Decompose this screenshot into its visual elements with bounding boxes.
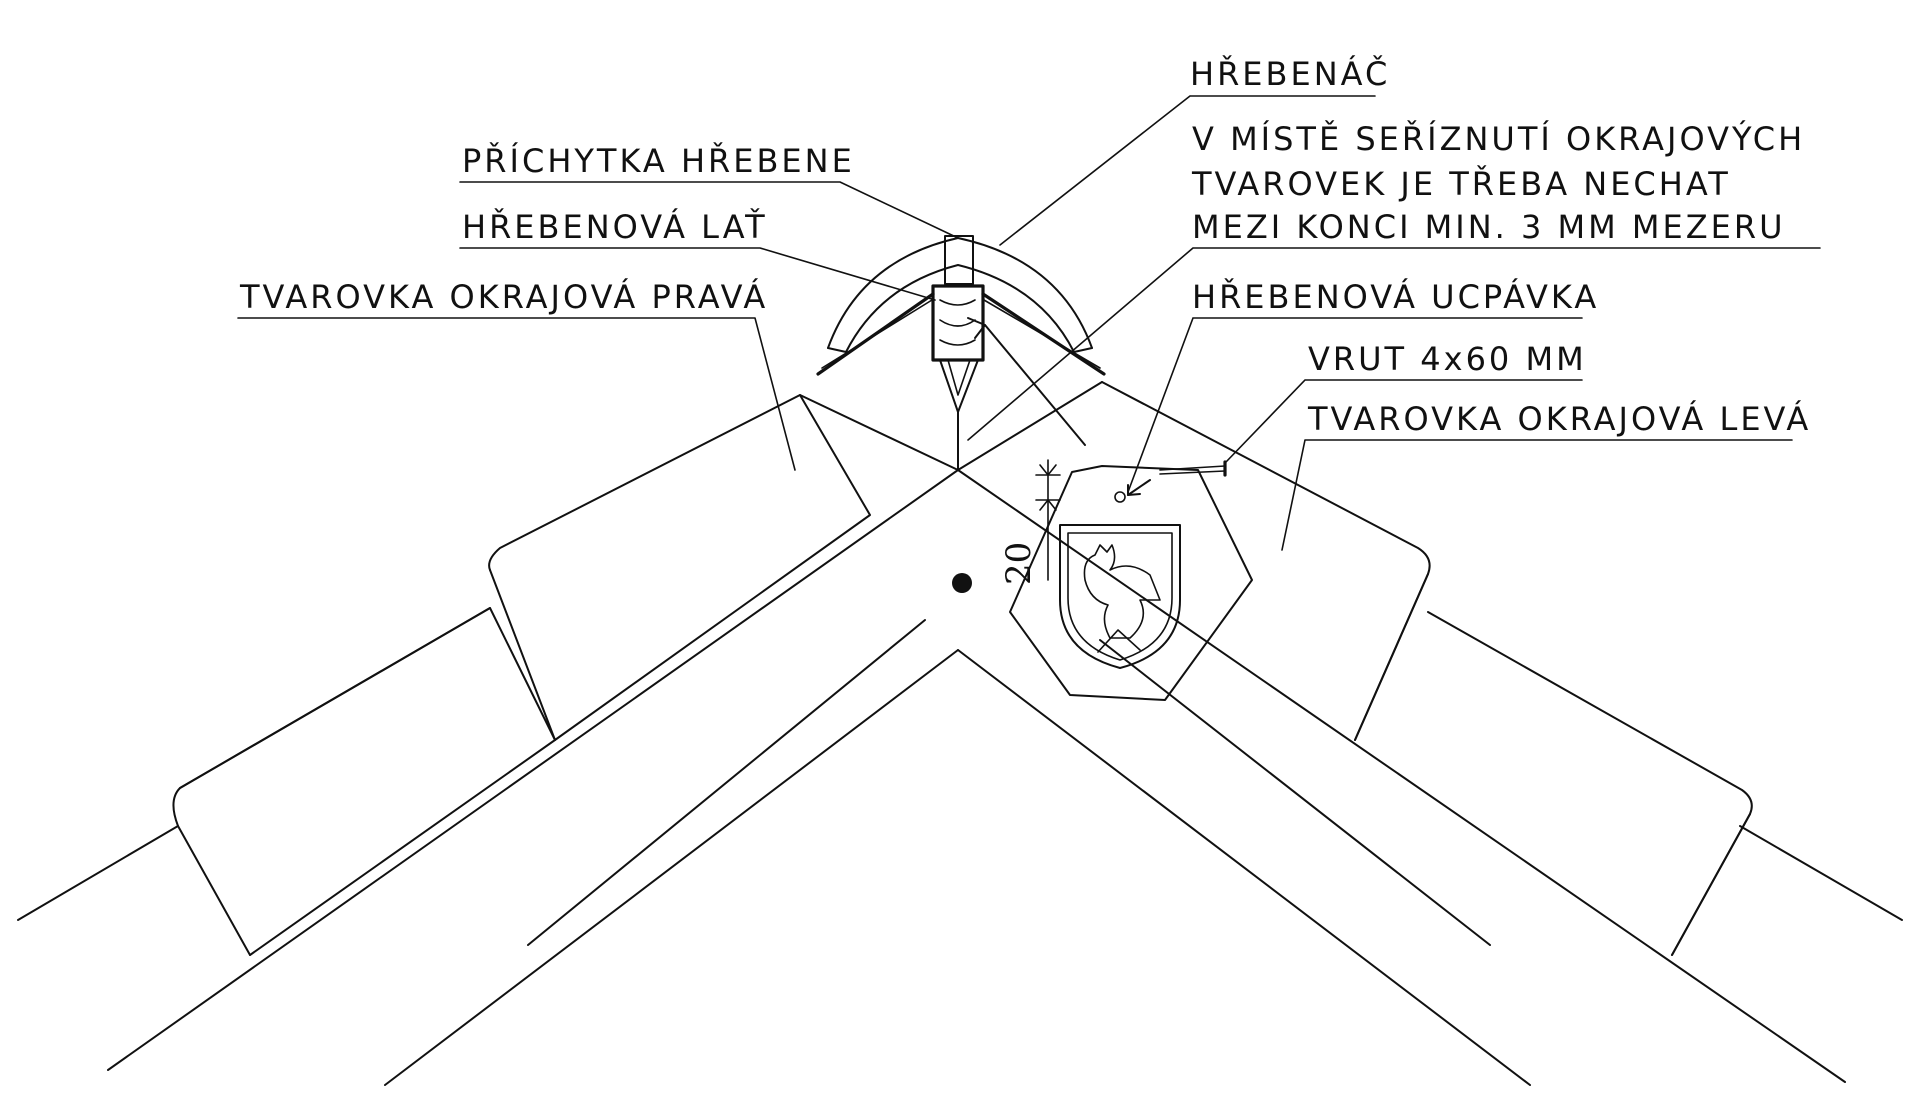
leader-vrut [1225,379,1583,463]
label-note-line1: V MÍSTĚ SEŘÍZNUTÍ OKRAJOVÝCH [1192,120,1805,158]
leader-note [967,247,1821,441]
seal-hole [1114,491,1126,503]
label-note-line2: TVAROVEK JE TŘEBA NECHAT [1191,165,1731,203]
shield-outline [1059,524,1181,669]
ridge-seal-right-2 [983,299,1101,369]
left-outer-tile-lower-edge [177,825,251,956]
left-outer-tile-upper-edge [489,569,556,741]
screw-arrow [984,324,1086,446]
leader-lines [237,95,1821,551]
leader-hrebenac [999,95,1376,246]
leader-tvarovka-prava [237,317,796,471]
right-slope-lower-line [957,469,1846,1083]
ridge-batten [931,284,985,362]
ridge-batten-grain [939,299,976,346]
dim-arrow-top [1039,464,1057,476]
ridge-v [939,359,979,413]
leader-hrebenova-lat [459,247,936,301]
label-vrut: VRUT 4x60 MM [1308,340,1587,378]
right-ridge-upper [957,381,1103,471]
logo-tile [1009,465,1253,701]
left-ridge-upper [799,394,959,471]
left-slope-mid-line [384,649,959,1086]
ridge-cap-outer-end-left [827,347,847,353]
right-tile-edge-line [1739,825,1903,921]
screw-body [1159,465,1226,471]
ridge-clip [944,235,974,285]
label-tvarovka-leva: TVAROVKA OKRAJOVÁ LEVÁ [1307,400,1811,438]
label-hrebenac: HŘEBENÁČ [1190,54,1390,93]
right-slope-under-line [1099,639,1491,946]
left-outer-tile-lower [17,607,556,956]
dim-arrow-bottom [1039,499,1057,511]
leader-ucpavka [1127,317,1583,493]
leader-tvarovka-leva [1281,439,1793,551]
rooster-figure [1083,544,1161,639]
right-outer-tile-lower [1427,611,1753,956]
ridge-seal-left-2 [821,299,933,369]
left-outer-tile-upper [488,394,871,741]
leader-prichytka [459,181,959,239]
screw-pointer [1127,479,1151,496]
ridge-dot [952,573,972,593]
label-tvarovka-prava: TVAROVKA OKRAJOVÁ PRAVÁ [239,278,768,316]
right-outer-tile-upper-edge [1354,573,1429,741]
logo-tile-outline [1009,465,1253,701]
ridge-cap [816,235,1106,446]
shield-mountain [1097,629,1141,653]
ridge-cap-inner [845,264,1075,353]
left-outer-tile-lower-top [179,607,491,789]
label-prichytka: PŘÍCHYTKA HŘEBENE [462,142,855,180]
label-hrebenova-lat: HŘEBENOVÁ LAŤ [462,208,768,246]
labels: HŘEBENÁČ V MÍSTĚ SEŘÍZNUTÍ OKRAJOVÝCH TV… [239,54,1811,438]
label-note-line3: MEZI KONCI MIN. 3 MM MEZERU [1192,208,1786,246]
screw-arrow-head [967,317,986,339]
shield-inner [1067,532,1173,661]
ridge-v-inner [947,359,971,396]
screw-pointer-head [1127,484,1141,496]
right-slope-mid-line [957,649,1531,1086]
ridge-cap-outer-end-right [1073,347,1093,353]
label-hrebenova-ucpavka: HŘEBENOVÁ UCPÁVKA [1192,278,1599,316]
screw-body-2 [1159,470,1226,475]
screw [1127,460,1227,496]
left-slope-lower-line [107,469,959,1071]
dimension-20: 20 [999,459,1061,585]
right-outer-tile-lower-edge [1671,813,1751,956]
left-slope-under-line [527,619,926,946]
roof-structure [17,381,1903,1086]
rooster-shield-icon [1059,524,1181,669]
dimension-value: 20 [999,542,1039,585]
ridge-cap-outer [827,237,1093,349]
